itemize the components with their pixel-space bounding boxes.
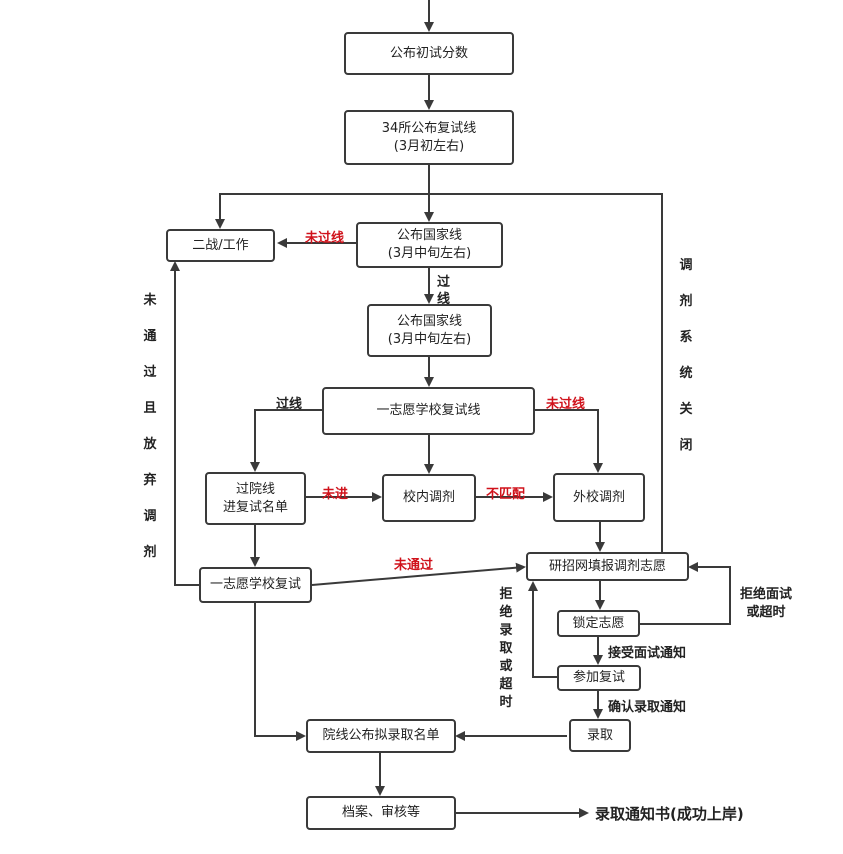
node-admit: 录取: [569, 719, 631, 752]
arrow-retest-to-fill: [311, 562, 526, 586]
label-text: 拒绝面试或超时: [739, 587, 792, 620]
label-fail-and-abandon: 未通过且放弃调剂: [143, 293, 157, 560]
arrow-first-line-not-pass: [535, 409, 603, 473]
label-not-pass-national: 未过线: [305, 231, 345, 246]
node-text: (3月初左右): [393, 138, 465, 154]
node-text: 过院线: [235, 481, 275, 497]
node-proposed-list: 院线公布拟录取名单: [306, 719, 456, 753]
node-archive: 档案、审核等: [306, 796, 456, 830]
node-text: (3月中旬左右): [387, 246, 472, 261]
node-text: 校内调剂: [402, 490, 455, 505]
label-refuse-admit: 拒绝录取或超时: [499, 587, 513, 710]
node-text: 外校调剂: [572, 489, 625, 505]
label-refuse-interview: 拒绝面试或超时: [738, 586, 794, 622]
node-text: 录取: [586, 727, 613, 743]
node-text: 34所公布复试线: [381, 120, 477, 136]
arrow-first-line-pass: [250, 409, 322, 472]
label-pass-first-line: 过线: [276, 397, 303, 412]
node-first-choice-line: 一志愿学校复试线: [322, 387, 535, 435]
node-text: 二战/工作: [192, 237, 249, 253]
node-text: 一志愿学校复试线: [376, 403, 481, 418]
label-not-in: 未进: [322, 487, 349, 502]
arrow-branch-to-second-try: [215, 193, 429, 229]
node-second-try: 二战/工作: [166, 229, 275, 262]
label-pass-national-top: 过: [437, 275, 451, 290]
label-system-closed: 调剂系统关闭: [679, 258, 693, 453]
arrow-retest-fail-to-second-try: [170, 261, 199, 586]
label-confirm-admit: 确认录取通知: [608, 700, 687, 715]
node-pass-college: 过院线 进复试名单: [205, 472, 306, 525]
node-text: 锁定志愿: [572, 615, 625, 631]
label-not-pass-first-line: 未过线: [546, 397, 586, 412]
node-join-retest: 参加复试: [557, 665, 641, 691]
label-not-passed: 未通过: [394, 558, 434, 573]
node-text: (3月中旬左右): [387, 331, 472, 347]
node-text: 公布初试分数: [389, 45, 468, 61]
arrow-lock-refuse-loop: [640, 562, 731, 625]
node-fill-adjust: 研招网填报调剂志愿: [526, 552, 689, 581]
node-text: 公布国家线: [396, 313, 462, 329]
node-text: 参加复试: [572, 670, 625, 685]
node-text: 公布国家线: [396, 228, 462, 243]
line-system-closed: [429, 193, 663, 552]
label-accept-interview: 接受面试通知: [608, 646, 687, 661]
node-national-line-2: 公布国家线 (3月中旬左右): [367, 304, 492, 357]
node-text: 研招网填报调剂志愿: [548, 558, 666, 574]
final-result: 录取通知书(成功上岸): [595, 805, 744, 823]
node-text: 院线公布拟录取名单: [322, 728, 440, 743]
arrow-retest-to-list: [254, 603, 306, 741]
node-text: 一志愿学校复试: [209, 577, 301, 592]
node-first-retest: 一志愿学校复试: [199, 567, 312, 603]
node-announce-initial: 公布初试分数: [344, 32, 514, 75]
label-no-match: 不匹配: [486, 487, 526, 502]
node-lock: 锁定志愿: [557, 610, 640, 637]
node-line34: 34所公布复试线 (3月初左右): [344, 110, 514, 165]
arrow-join-refuse-loop: [528, 581, 557, 678]
label-pass-national-bottom: 线: [437, 292, 451, 307]
node-external-adjust: 外校调剂: [553, 473, 645, 522]
node-text: 档案、审核等: [341, 805, 420, 820]
node-internal-adjust: 校内调剂: [382, 474, 476, 522]
node-text: 进复试名单: [222, 499, 288, 515]
node-national-line-1: 公布国家线 (3月中旬左右): [356, 222, 503, 268]
